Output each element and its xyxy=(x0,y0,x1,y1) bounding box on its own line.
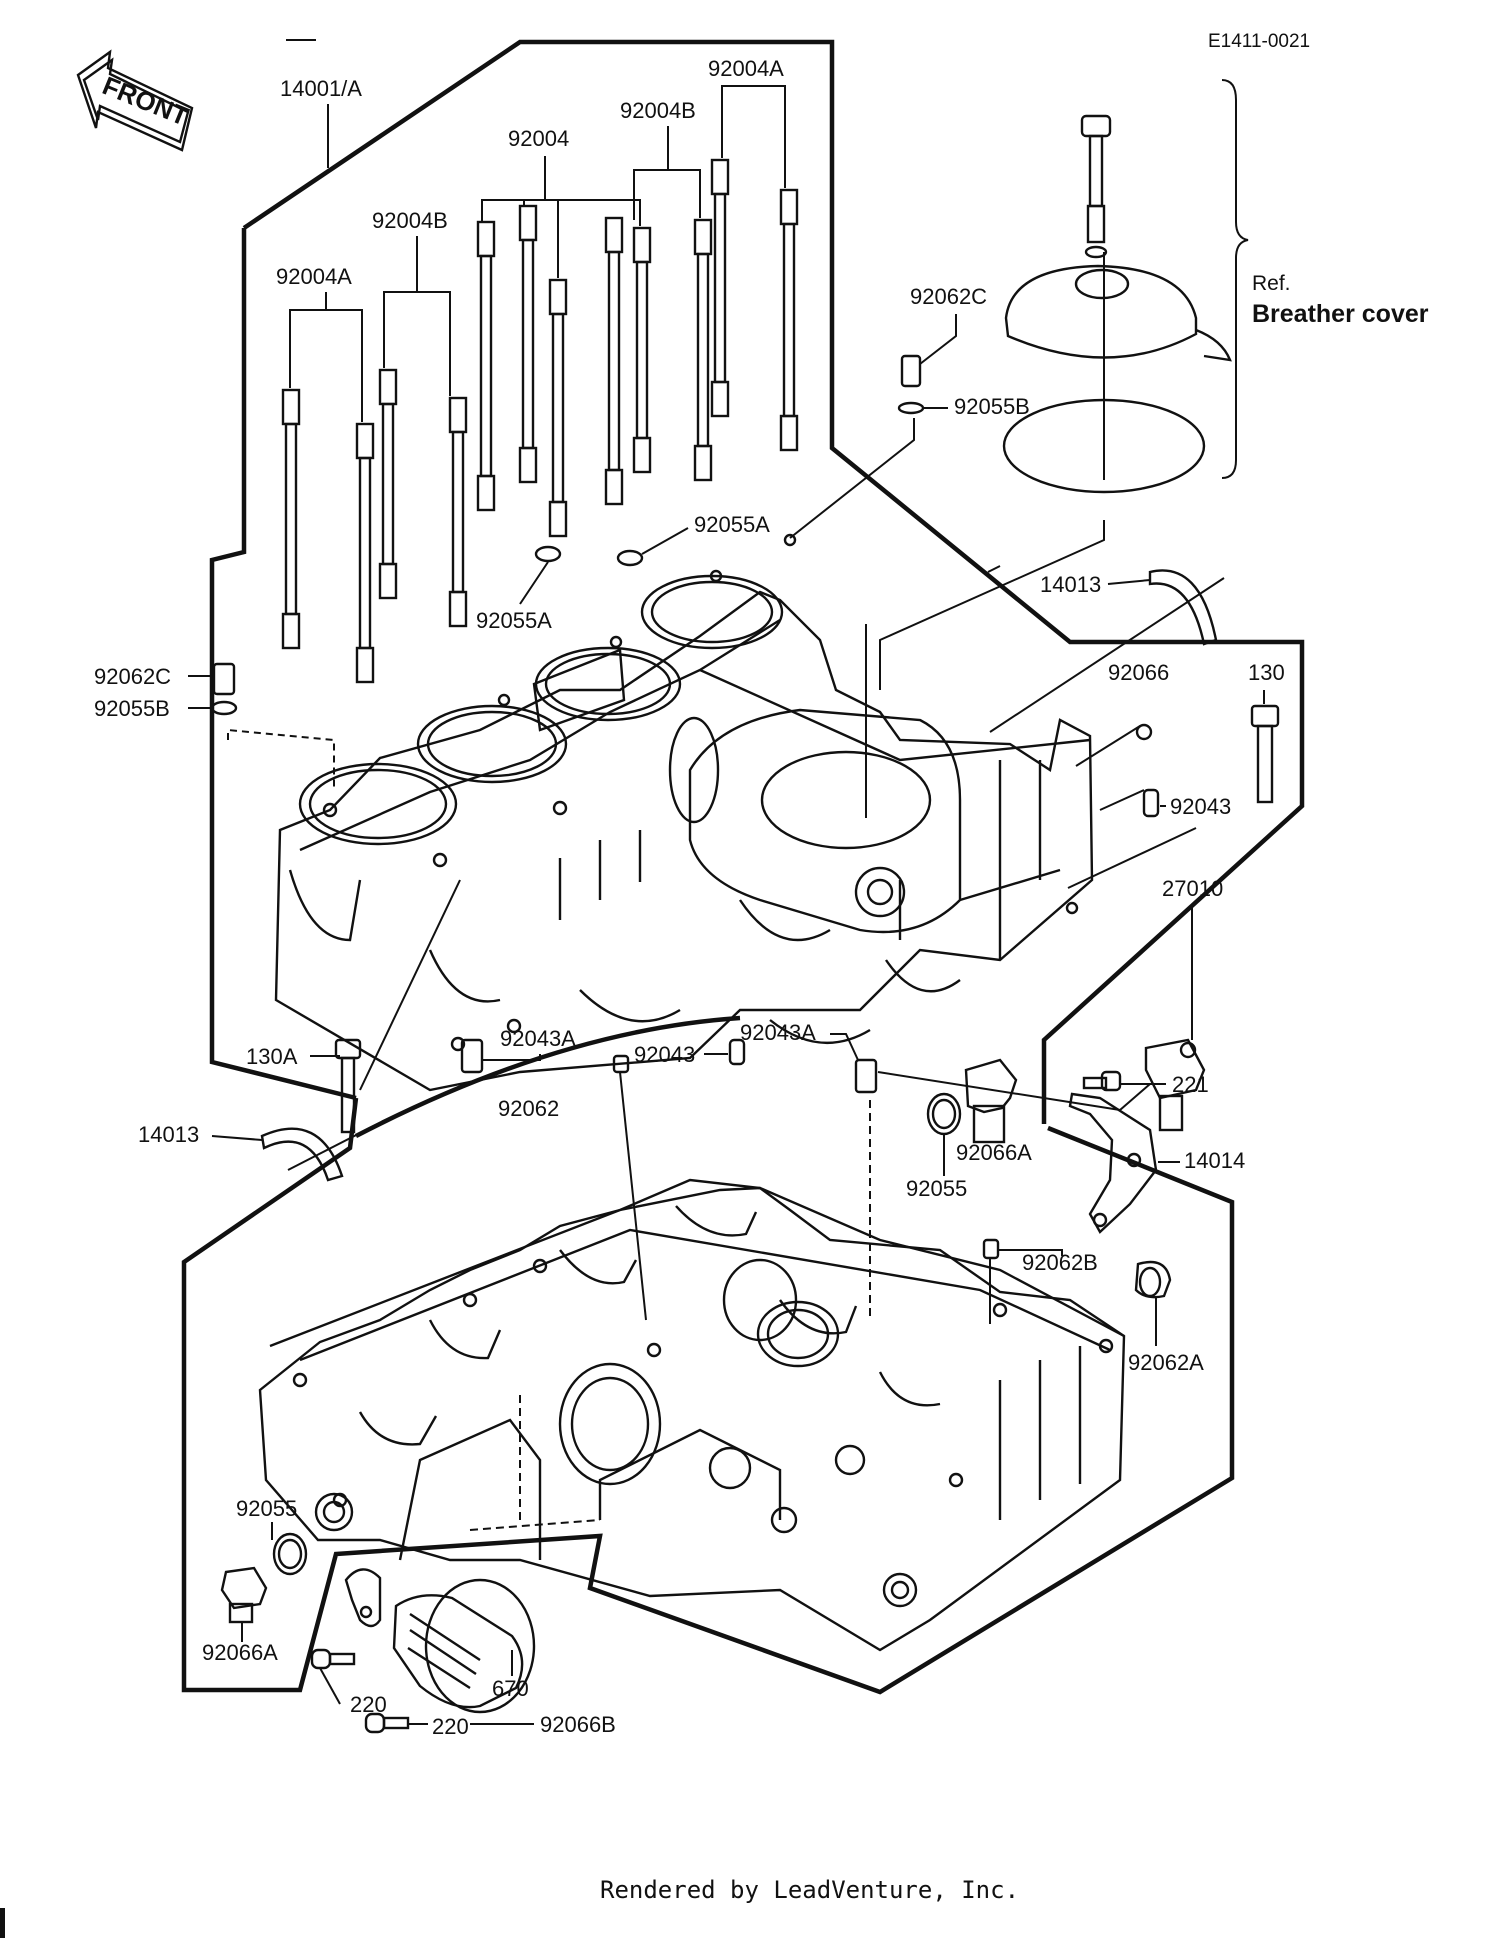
screw-220-top: 220 xyxy=(310,1648,387,1717)
left-dowels: 92062C 92055B xyxy=(94,662,238,721)
label-14014: 14014 xyxy=(1184,1148,1245,1173)
breather-bolt-head xyxy=(1080,114,1112,138)
bolt-130A: 130A xyxy=(246,879,461,1134)
breather-bolt-shaft xyxy=(1088,134,1104,208)
oil-screen-cap xyxy=(392,1594,524,1709)
dowel-92043A-left xyxy=(460,1038,484,1074)
stud-bolt xyxy=(710,158,730,418)
label-92062: 92062 xyxy=(498,1096,559,1121)
corner-mark xyxy=(0,1908,5,1938)
plug-92066 xyxy=(1135,723,1153,741)
stud-bolt xyxy=(632,226,652,474)
stud-bolt xyxy=(693,218,713,482)
oil-screen-group: 220 670 220 92066B xyxy=(310,1568,616,1739)
washer-92055A: 92055A 92055A xyxy=(476,512,770,633)
lower-assembly-boundary xyxy=(181,1097,1235,1695)
stud-bolt xyxy=(518,204,538,484)
label-220-bottom: 220 xyxy=(432,1714,469,1739)
label-92043A-center: 92043A xyxy=(740,1020,816,1045)
screw-220-bottom: 220 xyxy=(364,1712,469,1739)
label-92043-right: 92043 xyxy=(1170,794,1231,819)
bearing-insert-14013-left: 14013 xyxy=(138,1122,367,1182)
dowel-92043A-center xyxy=(854,1058,878,1094)
label-130A: 130A xyxy=(246,1044,298,1069)
lower-crankcase xyxy=(258,1100,1126,1652)
right-side-parts: 92066 130 92043 xyxy=(1067,660,1285,889)
label-221: 221 xyxy=(1172,1072,1209,1097)
dowel-92043-right xyxy=(1142,788,1160,818)
label-92066A-left: 92066A xyxy=(202,1640,278,1665)
upper-crankcase xyxy=(227,533,1094,1092)
stud-bolt xyxy=(476,220,496,512)
drain-plug-right: 92066A 92055 xyxy=(906,1058,1032,1201)
label-92043A-left: 92043A xyxy=(500,1026,576,1051)
plug-92062: 92062 xyxy=(498,1054,647,1321)
label-92066B: 92066B xyxy=(540,1712,616,1737)
label-92066: 92066 xyxy=(1108,660,1169,685)
oil-bracket xyxy=(344,1568,382,1628)
label-130: 130 xyxy=(1248,660,1285,685)
label-92004A-top: 92004A xyxy=(708,56,784,81)
stud-bolts xyxy=(281,158,799,684)
label-92055A-right: 92055A xyxy=(694,512,770,537)
stud-bolt xyxy=(779,188,799,452)
dowels-center: 92043A 92043 92043A xyxy=(460,1020,878,1094)
ref-note: Ref. xyxy=(1252,272,1291,295)
stud-bolt xyxy=(355,422,375,684)
breather-bolt-thread xyxy=(1086,204,1106,244)
label-92055B-left: 92055B xyxy=(94,696,170,721)
label-220-top: 220 xyxy=(350,1692,387,1717)
label-92004B-left: 92004B xyxy=(372,208,448,233)
label-92004: 92004 xyxy=(508,126,569,151)
label-92055A-left: 92055A xyxy=(476,608,552,633)
label-14013-left: 14013 xyxy=(138,1122,199,1147)
label-92066A-right: 92066A xyxy=(956,1140,1032,1165)
stud-leaders: 92004A 92004B 92004 92004B 92004A xyxy=(276,56,786,422)
label-92062C-left: 92062C xyxy=(94,664,171,689)
bearing-insert-14013-top: 14013 xyxy=(989,569,1225,733)
breather-cover-tab xyxy=(1195,328,1232,362)
drain-plug-left: 92055 92066A xyxy=(202,1496,308,1665)
stud-bolt xyxy=(604,216,624,506)
label-14013-top: 14013 xyxy=(1040,572,1101,597)
stud-bolt xyxy=(448,396,468,628)
ref-breather-cover: Breather cover xyxy=(1252,300,1429,328)
stud-bolt xyxy=(378,368,398,600)
label-14001A: 14001/A xyxy=(280,76,362,101)
front-arrow-icon: FRONT xyxy=(76,49,194,152)
breather-cover-group: Ref. Breather cover xyxy=(879,79,1429,690)
oil-pressure-switch-27010: 27010 xyxy=(877,876,1223,1132)
label-27010: 27010 xyxy=(1162,876,1223,901)
breather-washer xyxy=(1084,245,1108,259)
label-92055-left: 92055 xyxy=(236,1496,297,1521)
label-92055B-top: 92055B xyxy=(954,394,1030,419)
breather-cover-boss xyxy=(1074,268,1130,300)
stud-bolt xyxy=(548,278,568,538)
label-92043-center: 92043 xyxy=(634,1042,695,1067)
label-92062C-top: 92062C xyxy=(910,284,987,309)
label-92062A: 92062A xyxy=(1128,1350,1204,1375)
label-92062B: 92062B xyxy=(1022,1250,1098,1275)
dowel-92043-center xyxy=(728,1038,746,1066)
stud-bolt xyxy=(281,388,301,650)
label-92055-right: 92055 xyxy=(906,1176,967,1201)
label-92004A-left: 92004A xyxy=(276,264,352,289)
cover-14014-group: 221 14014 xyxy=(1068,1070,1245,1234)
oring-670 xyxy=(424,1578,536,1714)
footer-credit: Rendered by LeadVenture, Inc. xyxy=(600,1876,1019,1904)
breather-cover xyxy=(1004,264,1198,359)
label-92004B-top: 92004B xyxy=(620,98,696,123)
dowel-92062C-top: 92062C 92055B xyxy=(789,284,1030,539)
upper-assembly-boundary xyxy=(209,39,1305,1124)
plugs-92062: 92062B 92062A xyxy=(982,1238,1204,1375)
diagram-code: E1411-0021 xyxy=(1208,31,1310,52)
label-670: 670 xyxy=(492,1676,529,1701)
